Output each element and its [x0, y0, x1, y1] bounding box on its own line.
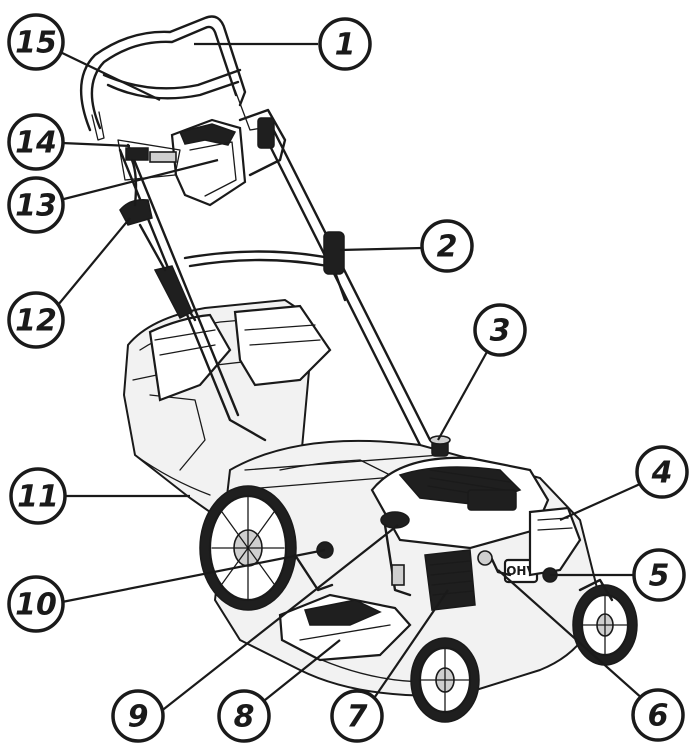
callout-6: 6 — [631, 688, 685, 742]
callout-7-label: 7 — [347, 700, 368, 735]
leader-6 — [497, 569, 645, 701]
control-panel — [117, 108, 287, 207]
callout-13: 13 — [7, 176, 65, 234]
callout-13-label: 13 — [15, 189, 57, 224]
leader-9 — [154, 524, 399, 717]
lawn-mower-illustration: OHV — [80, 15, 638, 723]
upper-handle — [80, 15, 263, 141]
callout-11-label: 11 — [17, 480, 59, 515]
callout-12: 12 — [7, 291, 65, 349]
callout-15-label: 15 — [15, 26, 57, 61]
height-adjuster — [528, 506, 614, 602]
callouts: 1 2 3 4 5 6 7 8 — [7, 13, 689, 743]
leader-15 — [55, 49, 161, 101]
callout-1-label: 1 — [335, 28, 356, 63]
leader-3 — [437, 349, 489, 441]
callout-5-label: 5 — [649, 559, 670, 594]
callout-5: 5 — [632, 548, 686, 602]
front-wheel-left — [410, 637, 480, 723]
callout-14: 14 — [7, 113, 65, 171]
leader-lines — [55, 42, 645, 717]
callout-14-label: 14 — [15, 126, 57, 161]
leader-10 — [61, 548, 326, 604]
callout-8: 8 — [217, 689, 271, 743]
callout-7: 7 — [330, 689, 384, 743]
callout-3-label: 3 — [490, 314, 511, 349]
callout-1: 1 — [318, 17, 372, 71]
callout-4: 4 — [635, 445, 689, 499]
leader-13 — [59, 158, 219, 202]
leader-4 — [559, 482, 641, 522]
leader-8 — [254, 639, 341, 709]
leader-12 — [57, 217, 131, 306]
callout-4-label: 4 — [651, 456, 673, 491]
callout-6-label: 6 — [648, 699, 669, 734]
leader-7 — [365, 589, 449, 711]
callout-10: 10 — [7, 575, 65, 633]
leader-14 — [61, 141, 131, 148]
front-flap — [278, 593, 412, 662]
callout-2: 2 — [420, 219, 474, 273]
callout-8-label: 8 — [234, 700, 255, 735]
callout-10-label: 10 — [15, 588, 57, 623]
callout-9: 9 — [111, 689, 165, 743]
front-wheel-right — [572, 584, 638, 666]
leader-2 — [339, 246, 423, 252]
engine: OHV — [370, 435, 550, 611]
rear-wheel — [199, 485, 297, 611]
callout-12-label: 12 — [15, 304, 57, 339]
callout-9-label: 9 — [128, 700, 149, 735]
callout-11: 11 — [9, 467, 67, 525]
drive-lever — [119, 158, 167, 272]
callout-3: 3 — [473, 303, 527, 357]
callout-2-label: 2 — [437, 230, 458, 265]
callout-15: 15 — [7, 13, 65, 71]
